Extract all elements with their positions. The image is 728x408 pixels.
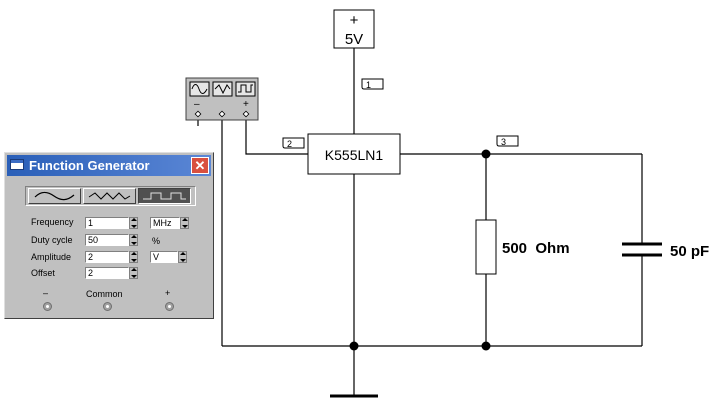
common-terminal[interactable]	[103, 302, 112, 311]
frequency-input[interactable]: 1	[85, 217, 129, 229]
triangle-wave-icon	[88, 192, 131, 200]
amplitude-unit-spinner[interactable]	[178, 251, 187, 263]
svg-text:2: 2	[287, 139, 292, 149]
resistor-label: 500 Ohm	[502, 240, 570, 257]
offset-input[interactable]: 2	[85, 267, 129, 279]
wire-gen-plus	[245, 114, 308, 155]
sine-wave-icon	[191, 84, 208, 94]
ic-k555ln1[interactable]	[307, 133, 401, 175]
frequency-unit-spinner[interactable]	[180, 217, 189, 229]
svg-text:3: 3	[501, 137, 506, 147]
window-titlebar[interactable]: Function Generator ✕	[7, 155, 211, 176]
resistor[interactable]	[475, 219, 497, 275]
sine-wave-button[interactable]	[28, 188, 81, 204]
triangle-wave-icon	[214, 84, 231, 95]
function-generator-window[interactable]: Function Generator ✕ Frequency 1 MHz Dut…	[4, 152, 214, 319]
amplitude-label: Amplitude	[31, 252, 72, 262]
capacitor-label: 50 pF	[670, 243, 709, 260]
junction-dot	[349, 341, 359, 351]
amplitude-spinner[interactable]	[129, 251, 138, 263]
window-icon	[10, 159, 24, 170]
frequency-spinner[interactable]	[129, 217, 138, 229]
triangle-wave-button[interactable]	[83, 188, 136, 204]
frequency-label: Frequency	[31, 217, 74, 227]
svg-text:1: 1	[366, 80, 371, 90]
supply-sign: +	[350, 12, 359, 29]
offset-spinner[interactable]	[129, 267, 138, 279]
gen-icon-minus: –	[194, 99, 200, 110]
square-wave-icon	[238, 84, 253, 93]
ic-label: K555LN1	[325, 147, 384, 163]
offset-label: Offset	[31, 268, 55, 278]
supply-voltage: 5V	[345, 31, 363, 48]
junction-dot	[481, 341, 491, 351]
square-wave-button[interactable]	[138, 188, 191, 204]
window-title: Function Generator	[29, 158, 150, 173]
common-terminal-label: Common	[86, 289, 123, 299]
plus-terminal-label: +	[165, 288, 171, 298]
amplitude-unit-select[interactable]: V	[150, 251, 178, 263]
supply-box[interactable]	[333, 9, 375, 49]
junction-dot	[481, 149, 491, 159]
gen-icon-plus: +	[243, 99, 249, 110]
minus-terminal-label: –	[43, 288, 49, 298]
duty-cycle-unit: %	[152, 236, 161, 246]
node-label-2: 2	[282, 137, 305, 149]
plus-terminal[interactable]	[165, 302, 174, 311]
amplitude-input[interactable]: 2	[85, 251, 129, 263]
duty-cycle-label: Duty cycle	[31, 235, 73, 245]
function-generator-icon[interactable]: – +	[185, 77, 259, 121]
square-wave-icon	[143, 192, 186, 200]
node-label-1: 1	[361, 78, 384, 90]
minus-terminal[interactable]	[43, 302, 52, 311]
node-label-3: 3	[496, 135, 519, 147]
waveform-selector	[25, 186, 196, 206]
duty-cycle-spinner[interactable]	[129, 234, 138, 246]
close-button[interactable]: ✕	[191, 157, 209, 174]
frequency-unit-select[interactable]: MHz	[150, 217, 180, 229]
sine-wave-icon	[34, 191, 75, 201]
duty-cycle-input[interactable]: 50	[85, 234, 129, 246]
